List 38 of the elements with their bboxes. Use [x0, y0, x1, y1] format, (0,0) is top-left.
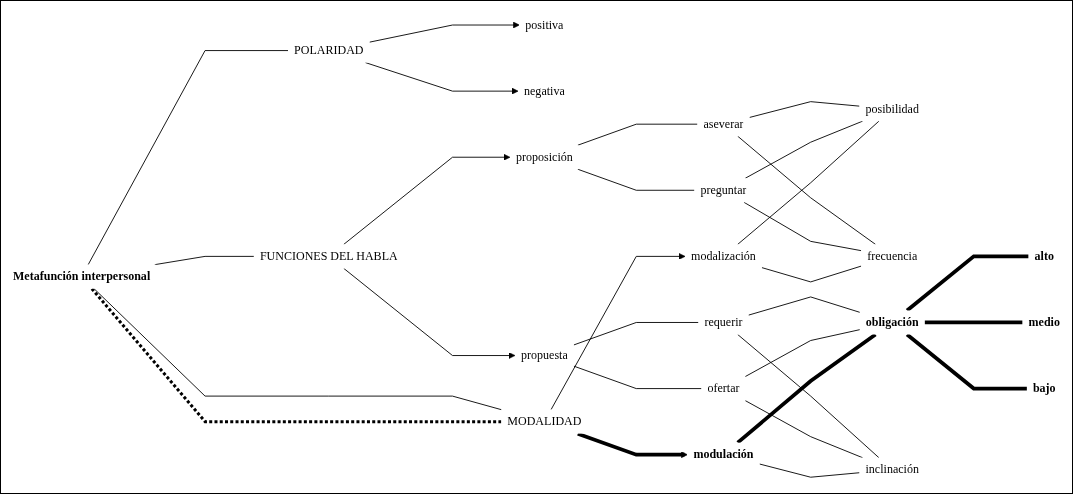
connector: [743, 201, 862, 251]
connector: [577, 123, 698, 146]
node-text: positiva: [525, 17, 564, 31]
connector: [905, 332, 1027, 391]
connector: [573, 365, 702, 389]
arrow: [577, 431, 688, 458]
node-text: negativa: [524, 83, 565, 97]
connector: [573, 321, 699, 346]
node-text: FUNCIONES DEL HABLA: [259, 249, 398, 263]
node-text: modalización: [691, 249, 756, 263]
node-text: ofertar: [707, 381, 740, 395]
connector: [905, 254, 1029, 312]
connector: [761, 265, 862, 282]
node-text: propuesta: [521, 348, 568, 362]
connector: [748, 296, 861, 316]
connector: [577, 168, 695, 191]
node-text: frecuencia: [867, 249, 918, 263]
node-text: aseverar: [703, 117, 744, 130]
node-text: alto: [1034, 249, 1054, 263]
node-text: bajo: [1032, 381, 1056, 395]
node-text: modulación: [693, 447, 754, 461]
node-text: MODALIDAD: [507, 414, 582, 428]
connector: [759, 463, 860, 478]
connector: [744, 120, 863, 179]
connector: [744, 399, 863, 458]
node-text: requerir: [704, 315, 743, 329]
node-text: POLARIDAD: [294, 43, 364, 57]
node-text: proposición: [516, 150, 573, 163]
node-text: preguntar: [700, 183, 747, 196]
connector: [924, 320, 1023, 324]
connector: [87, 49, 289, 265]
connector: [154, 255, 255, 265]
connector: [744, 328, 861, 377]
connector: [749, 100, 860, 118]
node-text: Metafunción interpersonal: [13, 269, 151, 283]
node-text: posibilidad: [865, 102, 919, 115]
node-text: inclinación: [865, 462, 919, 476]
node-text: medio: [1028, 315, 1060, 329]
